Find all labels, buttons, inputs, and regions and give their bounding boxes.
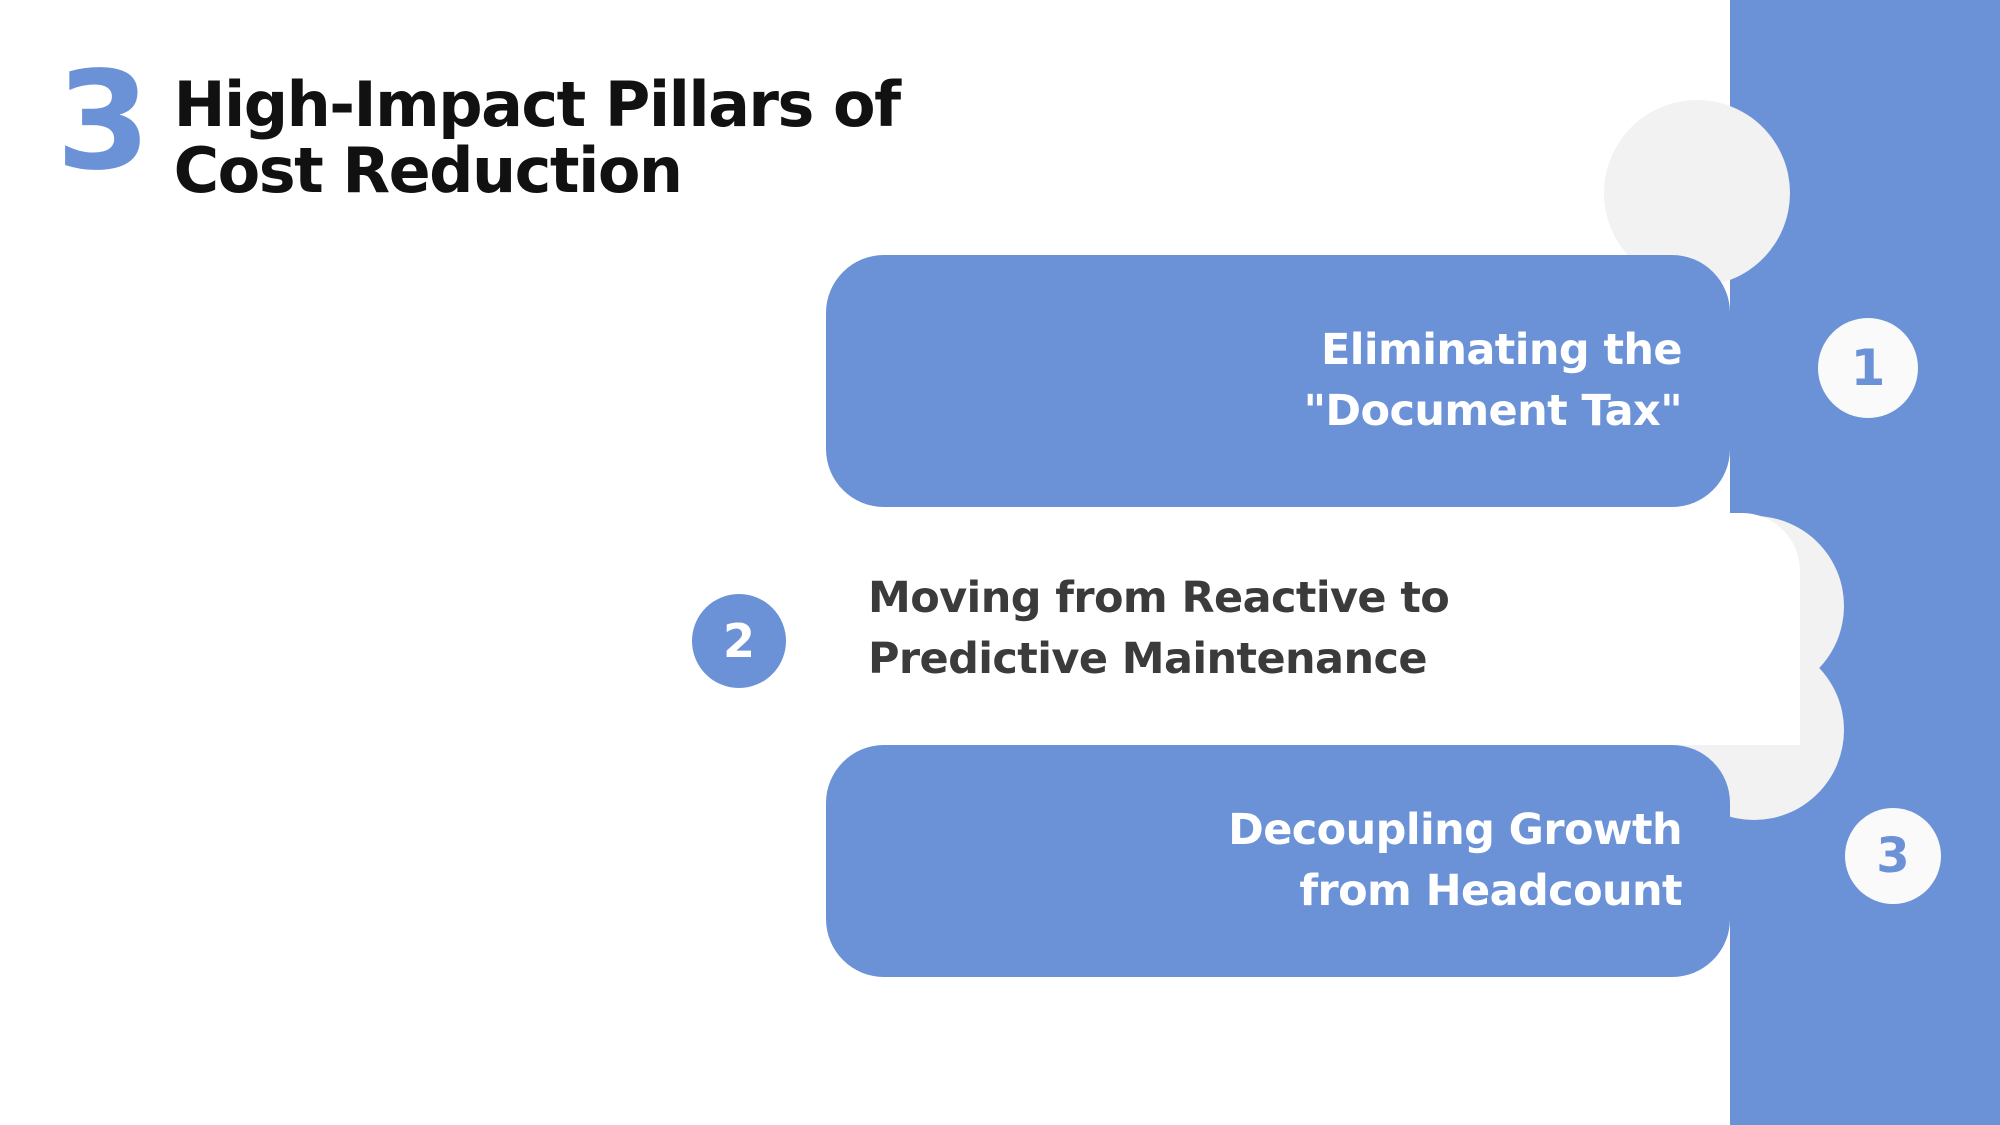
page-title: High-Impact Pillars of Cost Reduction [173,68,901,208]
slide-title-block: 3 High-Impact Pillars of Cost Reduction [56,43,901,208]
pillar-item-3[interactable]: Decoupling Growth from Headcount [826,745,1730,977]
pillar-label-1: Eliminating the "Document Tax" [1303,324,1683,436]
pillar-badge-3: 3 [1845,808,1941,904]
pillar-item-2[interactable]: Moving from Reactive to Predictive Maint… [826,513,1800,745]
pillar-badge-1: 1 [1818,318,1918,418]
pillar-label-3: Decoupling Growth from Headcount [1228,804,1682,916]
pillar-item-1[interactable]: Eliminating the "Document Tax" [826,255,1730,507]
pillar-badge-number-3: 3 [1876,828,1910,884]
title-accent-number: 3 [56,43,151,201]
pillar-badge-number-1: 1 [1850,339,1886,397]
pillar-label-2: Moving from Reactive to Predictive Maint… [868,572,1450,684]
pillar-badge-2: 2 [692,594,786,688]
pillar-badge-number-2: 2 [722,614,755,668]
